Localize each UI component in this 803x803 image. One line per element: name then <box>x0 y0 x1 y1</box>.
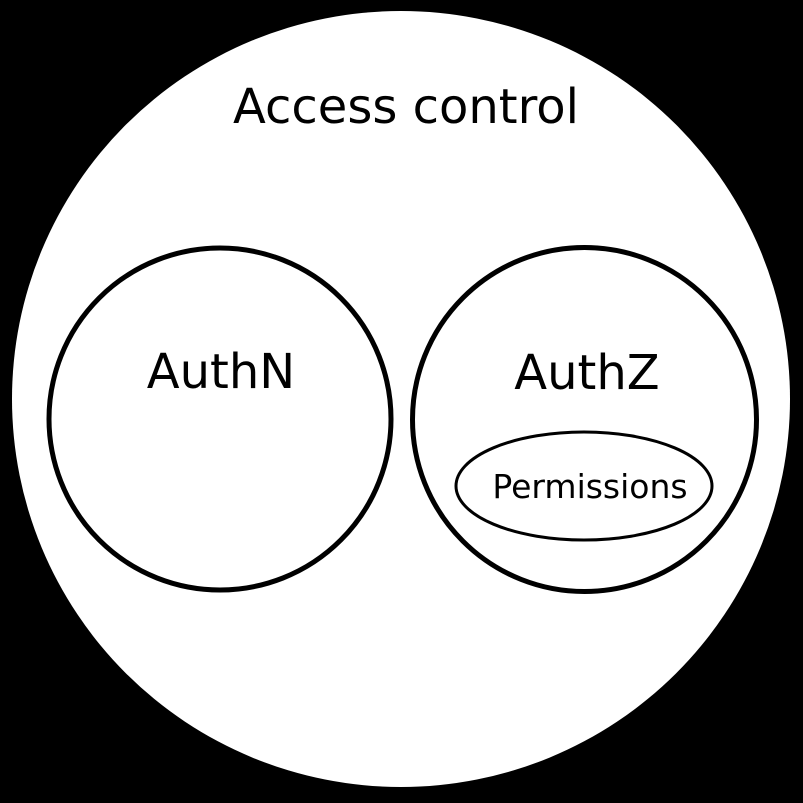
authn-set-circle <box>46 245 394 593</box>
access-control-label: Access control <box>233 79 579 135</box>
authz-label: AuthZ <box>514 345 659 401</box>
authn-label: AuthN <box>147 344 295 400</box>
permissions-label: Permissions <box>492 467 687 506</box>
authz-set-circle <box>410 245 759 594</box>
permissions-set-ellipse <box>454 430 714 542</box>
